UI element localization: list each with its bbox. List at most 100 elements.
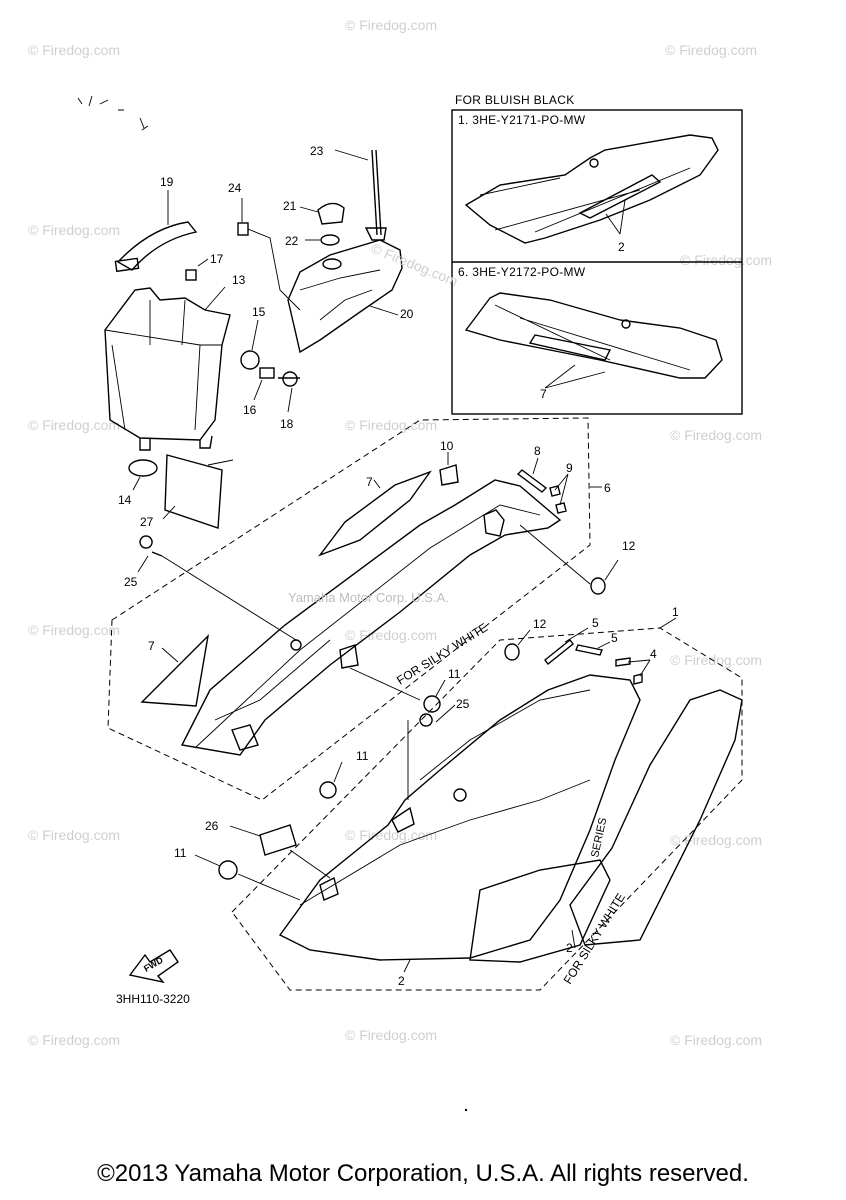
grommet-11 bbox=[423, 695, 441, 713]
watermark: © Firedog.com bbox=[345, 1027, 437, 1043]
decal-26 bbox=[259, 824, 297, 856]
callout-11: 11 bbox=[448, 667, 461, 681]
clip-9 bbox=[549, 485, 567, 514]
assembly-outline-6 bbox=[107, 417, 591, 801]
bolt-18 bbox=[278, 371, 300, 387]
watermark: © Firedog.com bbox=[670, 652, 762, 668]
callout-25: 25 bbox=[456, 697, 470, 711]
callout-19: 19 bbox=[160, 175, 174, 189]
callout-2: 2 bbox=[618, 240, 625, 254]
inset-heading: FOR BLUISH BLACK bbox=[455, 93, 575, 107]
callout-7: 7 bbox=[148, 639, 155, 653]
inset-part1-label: 1. 3HE-Y2171-PO-MW bbox=[458, 113, 586, 127]
collar-16 bbox=[259, 367, 275, 379]
watermark: © Firedog.com bbox=[680, 252, 772, 268]
callout-7: 7 bbox=[366, 475, 373, 489]
callout-16: 16 bbox=[243, 403, 257, 417]
fwd-label: FWD bbox=[142, 955, 165, 974]
cap-21 bbox=[317, 202, 345, 225]
callout-6: 6 bbox=[604, 481, 611, 495]
pin-5 bbox=[575, 644, 603, 656]
side-cover-6 bbox=[180, 479, 562, 756]
side-cover-6-group: 6 7 7 10 8 9 25 bbox=[107, 417, 636, 801]
scan-marks bbox=[77, 95, 149, 131]
side-cover-bluish-part1: 2 bbox=[464, 134, 719, 254]
callout-4: 4 bbox=[650, 647, 657, 661]
watermark-layer: © Firedog.com © Firedog.com © Firedog.co… bbox=[28, 17, 772, 1048]
callout-24: 24 bbox=[228, 181, 242, 195]
bush-10 bbox=[439, 464, 459, 486]
reservoir-tank-20 bbox=[287, 239, 403, 354]
callout-11: 11 bbox=[174, 846, 187, 860]
watermark: © Firedog.com bbox=[665, 42, 757, 58]
callout-12: 12 bbox=[622, 539, 636, 553]
watermark: © Firedog.com bbox=[28, 827, 120, 843]
bolt-17 bbox=[185, 269, 197, 281]
decal-7-lower bbox=[140, 633, 210, 707]
copyright-footer: ©2013 Yamaha Motor Corporation, U.S.A. A… bbox=[97, 1160, 749, 1187]
callout-13: 13 bbox=[232, 273, 246, 287]
grommet-12 bbox=[590, 577, 606, 595]
watermark: © Firedog.com bbox=[345, 627, 437, 643]
washer-22 bbox=[320, 234, 340, 246]
side-cover-1 bbox=[278, 674, 641, 961]
callout-10: 10 bbox=[440, 439, 454, 453]
assembly-outline-1 bbox=[231, 627, 743, 991]
inset-bluish-black: FOR BLUISH BLACK 1. 3HE-Y2171-PO-MW 6. 3… bbox=[451, 93, 743, 415]
callout-22: 22 bbox=[285, 234, 299, 248]
reservoir-group: 23 21 22 20 bbox=[283, 144, 414, 354]
grommet-15 bbox=[240, 350, 260, 370]
pad-27 bbox=[164, 454, 223, 529]
fwd-arrow: FWD bbox=[128, 949, 179, 984]
callout-5: 5 bbox=[592, 616, 599, 630]
grommet-11 bbox=[218, 860, 238, 880]
pipe-23 bbox=[371, 149, 378, 236]
bolt-25 bbox=[139, 535, 163, 557]
battery-strap bbox=[116, 221, 198, 271]
callout-12: 12 bbox=[533, 617, 547, 631]
watermark: © Firedog.com bbox=[369, 240, 460, 289]
faint-caption: Yamaha Motor Corp. U.S.A. bbox=[288, 590, 449, 605]
watermark: © Firedog.com bbox=[28, 42, 120, 58]
callout-26: 26 bbox=[205, 819, 219, 833]
callout-15: 15 bbox=[252, 305, 266, 319]
watermark: © Firedog.com bbox=[670, 1032, 762, 1048]
watermark: © Firedog.com bbox=[345, 827, 437, 843]
callout-2: 2 bbox=[398, 974, 405, 988]
bolt-24 bbox=[237, 222, 249, 236]
inset-part6-label: 6. 3HE-Y2172-PO-MW bbox=[458, 265, 586, 279]
battery-box bbox=[104, 287, 231, 441]
callout-14: 14 bbox=[118, 493, 132, 507]
watermark: © Firedog.com bbox=[345, 417, 437, 433]
callout-9: 9 bbox=[566, 461, 573, 475]
fastener-group: 24 15 16 18 bbox=[228, 181, 301, 431]
watermark: © Firedog.com bbox=[28, 417, 120, 433]
callout-20: 20 bbox=[400, 307, 414, 321]
grommet-12 bbox=[504, 643, 520, 661]
grommet-11 bbox=[319, 781, 337, 799]
decal-7-upper bbox=[317, 470, 432, 557]
damper-14 bbox=[128, 459, 158, 477]
diagram-code: 3HH110-3220 bbox=[116, 992, 190, 1006]
watermark: © Firedog.com bbox=[670, 427, 762, 443]
callout-1: 1 bbox=[672, 605, 679, 619]
battery-box-group: 19 13 17 14 27 bbox=[104, 175, 246, 529]
decal-2-right bbox=[569, 689, 743, 946]
watermark: © Firedog.com bbox=[670, 832, 762, 848]
callout-7: 7 bbox=[540, 387, 547, 401]
callout-11: 11 bbox=[356, 749, 369, 763]
bolt-25 bbox=[419, 713, 433, 727]
pin-8 bbox=[516, 469, 548, 493]
callout-5: 5 bbox=[611, 631, 618, 645]
callout-27: 27 bbox=[140, 515, 154, 529]
watermark: © Firedog.com bbox=[28, 622, 120, 638]
callout-18: 18 bbox=[280, 417, 294, 431]
callout-8: 8 bbox=[534, 444, 541, 458]
clip-4 bbox=[615, 657, 643, 685]
callout-21: 21 bbox=[283, 199, 297, 213]
side-cover-bluish-part6: 7 bbox=[464, 292, 723, 401]
watermark: © Firedog.com bbox=[28, 1032, 120, 1048]
callout-2: 2 bbox=[566, 941, 573, 955]
side-cover-1-group: 1 25 12 5 5 4 SERIES 2 bbox=[174, 605, 743, 991]
